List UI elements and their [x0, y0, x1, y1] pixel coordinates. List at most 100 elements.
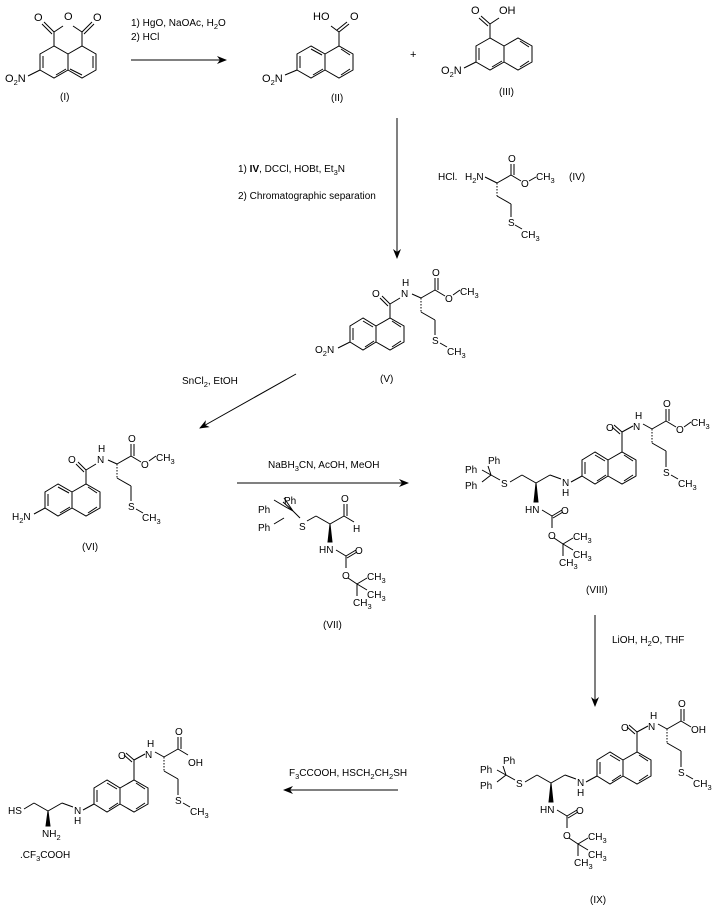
atom-S: S — [501, 479, 508, 490]
compound-label-III: (III) — [499, 87, 514, 98]
atom-O: O — [141, 460, 149, 471]
phenyl-group: Ph — [480, 781, 492, 792]
compound-VI: O H N O O CH3 S CH3 H2N (VI) — [12, 434, 175, 553]
atom-O: O — [445, 294, 453, 305]
methyl-group: CH3 — [367, 572, 386, 585]
atom-N: N — [562, 478, 569, 489]
hcl-salt: HCl. — [438, 172, 457, 183]
compound-II: HO O O2N (II) — [262, 11, 359, 104]
compound-II-bonds — [284, 21, 354, 79]
compound-label-V: (V) — [380, 374, 393, 385]
atom-N: N — [74, 806, 81, 817]
atom-H: H — [98, 444, 105, 455]
compound-label-IX: (IX) — [590, 895, 606, 905]
methyl-group: CH3 — [573, 532, 592, 545]
atom-O: O — [548, 531, 556, 542]
reaction-step-5: LiOH, H2O, THF — [591, 615, 684, 707]
atom-O: O — [68, 455, 76, 466]
atom-O: O — [34, 12, 43, 24]
reaction-step-2: 1) IV, DCCl, HOBt, Et3N 2) Chromatograph… — [238, 118, 401, 259]
nitro-group: O2N — [262, 73, 283, 87]
compound-V-bonds — [337, 278, 461, 351]
atom-N: N — [633, 422, 640, 433]
compound-label-VI: (VI) — [82, 542, 98, 553]
methyl-group: CH3 — [588, 832, 607, 845]
atom-O: O — [372, 289, 380, 300]
methyl-group: CH3 — [574, 858, 593, 871]
nitro-group: O2N — [315, 345, 334, 358]
tfa-salt: .CF3COOH — [20, 850, 70, 863]
plus-sign: + — [410, 49, 416, 61]
compound-III-bonds — [463, 15, 533, 71]
methyl-group: CH3 — [447, 347, 466, 360]
compound-VIII-bonds — [481, 409, 692, 556]
compound-V: O H N O O CH3 S CH3 O2N (V) — [315, 268, 479, 385]
atom-O: O — [563, 831, 571, 842]
atom-H: H — [635, 411, 642, 422]
atom-N: N — [97, 455, 104, 466]
compound-label-VIII: (VIII) — [586, 585, 608, 596]
compound-I: O O O O2N (I) — [5, 11, 102, 103]
methyl-group: CH3 — [460, 287, 479, 300]
atom-HS: HS — [8, 806, 22, 817]
atom-H: H — [74, 816, 81, 827]
methyl-group: CH3 — [678, 479, 697, 492]
reaction-arrow — [199, 373, 297, 429]
phenyl-group: Ph — [465, 465, 477, 476]
atom-H: H — [147, 739, 154, 750]
compound-VIII: O H N O O CH3 S CH3 N H S Ph Ph Ph HN O … — [465, 399, 710, 596]
compound-VI-bonds — [33, 444, 157, 517]
methyl-group: CH3 — [573, 550, 592, 563]
reagent-line-1: 1) HgO, NaOAc, H2O — [131, 18, 226, 31]
atom-HO: HO — [313, 11, 330, 23]
phenyl-group: Ph — [503, 756, 515, 767]
atom-O: O — [93, 12, 102, 24]
compound-label-VII: (VII) — [323, 620, 342, 631]
atom-OH: OH — [691, 725, 706, 736]
compound-IX-bonds — [496, 709, 694, 856]
atom-O: O — [606, 423, 614, 434]
nitro-group: O2N — [441, 65, 462, 79]
reaction-step-4: NaBH3CN, AcOH, MeOH — [237, 460, 409, 487]
atom-O: O — [678, 699, 686, 710]
methyl-group: CH3 — [691, 418, 710, 431]
methyl-group: CH3 — [367, 590, 386, 603]
atom-S: S — [516, 779, 523, 790]
compound-I-bonds — [27, 21, 97, 79]
atom-O: O — [663, 399, 671, 410]
compound-label-IV: (IV) — [569, 172, 585, 183]
phenyl-group: Ph — [284, 496, 296, 507]
atom-H: H — [650, 711, 657, 722]
compound-III: O OH O2N (III) — [441, 5, 533, 98]
compound-IV-bonds — [484, 164, 537, 230]
atom-OH: OH — [188, 758, 203, 769]
atom-S: S — [299, 522, 306, 533]
compound-VII-bonds — [273, 497, 368, 596]
atom-H: H — [353, 524, 360, 535]
atom-O: O — [521, 179, 529, 190]
atom-N: N — [145, 750, 152, 761]
compound-final: O H N O OH S CH3 N H HS NH2 .CF3COOH — [8, 727, 209, 863]
atom-S: S — [175, 796, 182, 807]
atom-O: O — [621, 723, 629, 734]
atom-S: S — [508, 218, 515, 229]
reaction-step-1: 1) HgO, NaOAc, H2O 2) HCl — [131, 18, 227, 64]
methyl-group: CH3 — [693, 779, 712, 792]
methyl-group: CH3 — [536, 172, 555, 185]
atom-S: S — [663, 468, 670, 479]
reagent-line-2: 2) Chromatographic separation — [238, 191, 376, 202]
reagent-line-1: 1) IV, DCCl, HOBt, Et3N — [238, 164, 345, 177]
compound-label-I: (I) — [60, 92, 69, 103]
atom-N: N — [648, 722, 655, 733]
compound-IX: O H N O OH S CH3 N H S Ph Ph Ph HN O O C… — [480, 699, 712, 905]
atom-O: O — [350, 11, 359, 23]
atom-S: S — [128, 502, 135, 513]
atom-O: O — [175, 727, 183, 738]
methyl-group: CH3 — [353, 598, 372, 611]
atom-HN: HN — [525, 505, 539, 516]
atom-OH: OH — [499, 5, 516, 17]
atom-O: O — [64, 11, 73, 23]
atom-O: O — [118, 751, 126, 762]
atom-O: O — [471, 5, 480, 17]
